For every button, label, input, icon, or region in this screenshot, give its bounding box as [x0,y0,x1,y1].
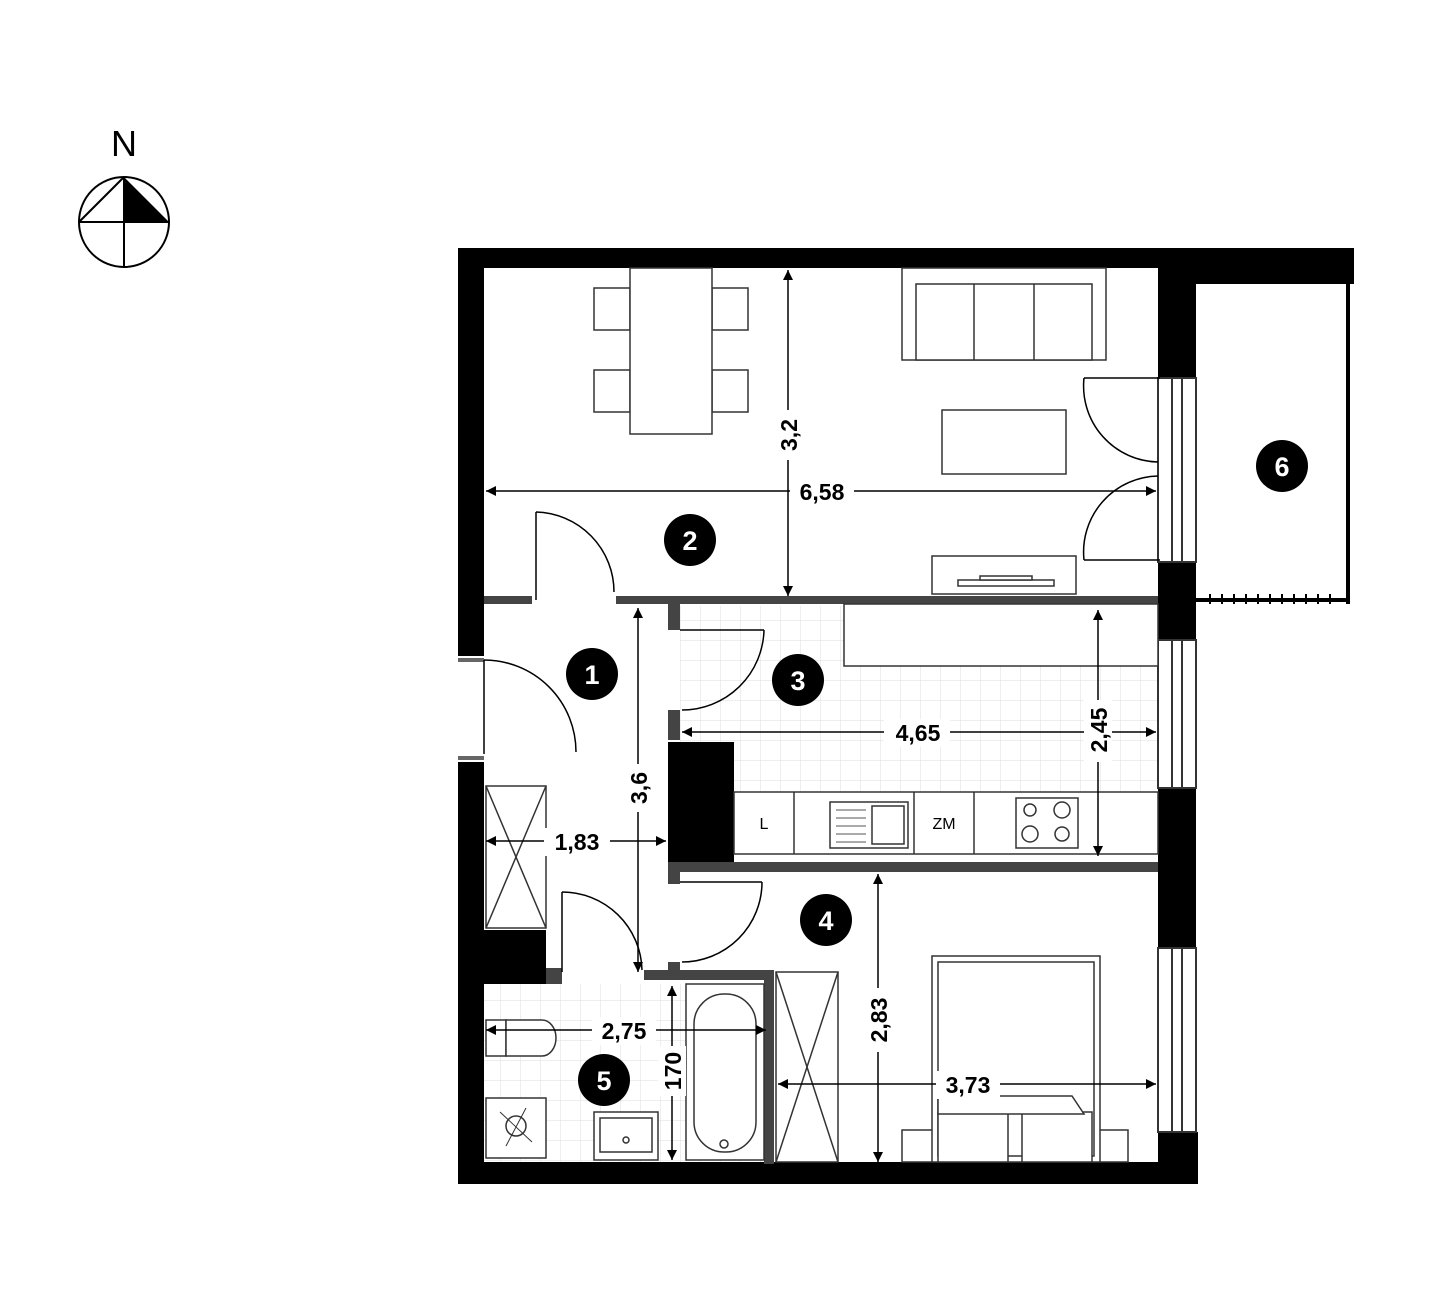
hall-wardrobe [485,785,547,929]
tv-stand [931,555,1077,595]
bathtub-icon [685,983,765,1161]
svg-text:5: 5 [596,1066,611,1096]
compass-north-label: N [111,123,137,164]
svg-text:6: 6 [1274,452,1289,482]
dimension-labels: 6,58 3,2 4,65 2,45 3,6 1,83 2,83 3,73 2,… [544,410,1112,1099]
dim-bathtub-length: 170 [660,1052,686,1090]
dim-living-depth: 3,2 [776,419,802,451]
dim-hall-length: 3,6 [626,772,652,804]
room-badge-1[interactable]: 1 [566,648,618,700]
bedroom-wardrobe [775,971,839,1163]
dining-table-with-chairs [593,267,749,435]
svg-text:2: 2 [682,526,697,556]
toilet-icon [485,1019,557,1057]
kitchen-upper-counter [843,603,1159,667]
partitions [484,596,1158,1164]
room-badges: 1 2 3 4 5 6 [566,440,1308,1106]
compass: N [78,123,170,268]
fridge-label: ZM [932,816,955,833]
dim-bathroom-width: 2,75 [602,1018,647,1044]
svg-text:3: 3 [790,666,805,696]
kitchen-counter [733,791,1159,855]
cooktop-icon [1015,797,1079,849]
dim-kitchen-depth: 2,45 [1086,707,1112,752]
room-badge-3[interactable]: 3 [772,654,824,706]
walls [458,248,1354,1184]
doors[interactable] [458,377,1160,972]
room-badge-6[interactable]: 6 [1256,440,1308,492]
dim-hall-width: 1,83 [555,829,600,855]
svg-text:1: 1 [584,660,599,690]
dishwasher-label: L [760,816,769,833]
room-badge-4[interactable]: 4 [800,894,852,946]
double-bed [901,955,1129,1163]
sink-icon [829,801,909,849]
balcony [1196,284,1350,604]
svg-text:4: 4 [818,906,833,936]
dim-kitchen-width: 4,65 [896,720,941,746]
room-badge-2[interactable]: 2 [664,514,716,566]
washbasin-icon [593,1111,659,1161]
windows [1157,377,1197,1133]
kitchen-tall-cabinet [668,742,734,862]
dim-bedroom-width: 3,73 [946,1072,991,1098]
room-badge-5[interactable]: 5 [578,1054,630,1106]
washing-machine-icon [485,1097,547,1159]
dim-bedroom-depth: 2,83 [866,998,892,1043]
coffee-table [941,409,1067,475]
sofa [901,267,1107,361]
dim-living-width: 6,58 [800,479,845,505]
